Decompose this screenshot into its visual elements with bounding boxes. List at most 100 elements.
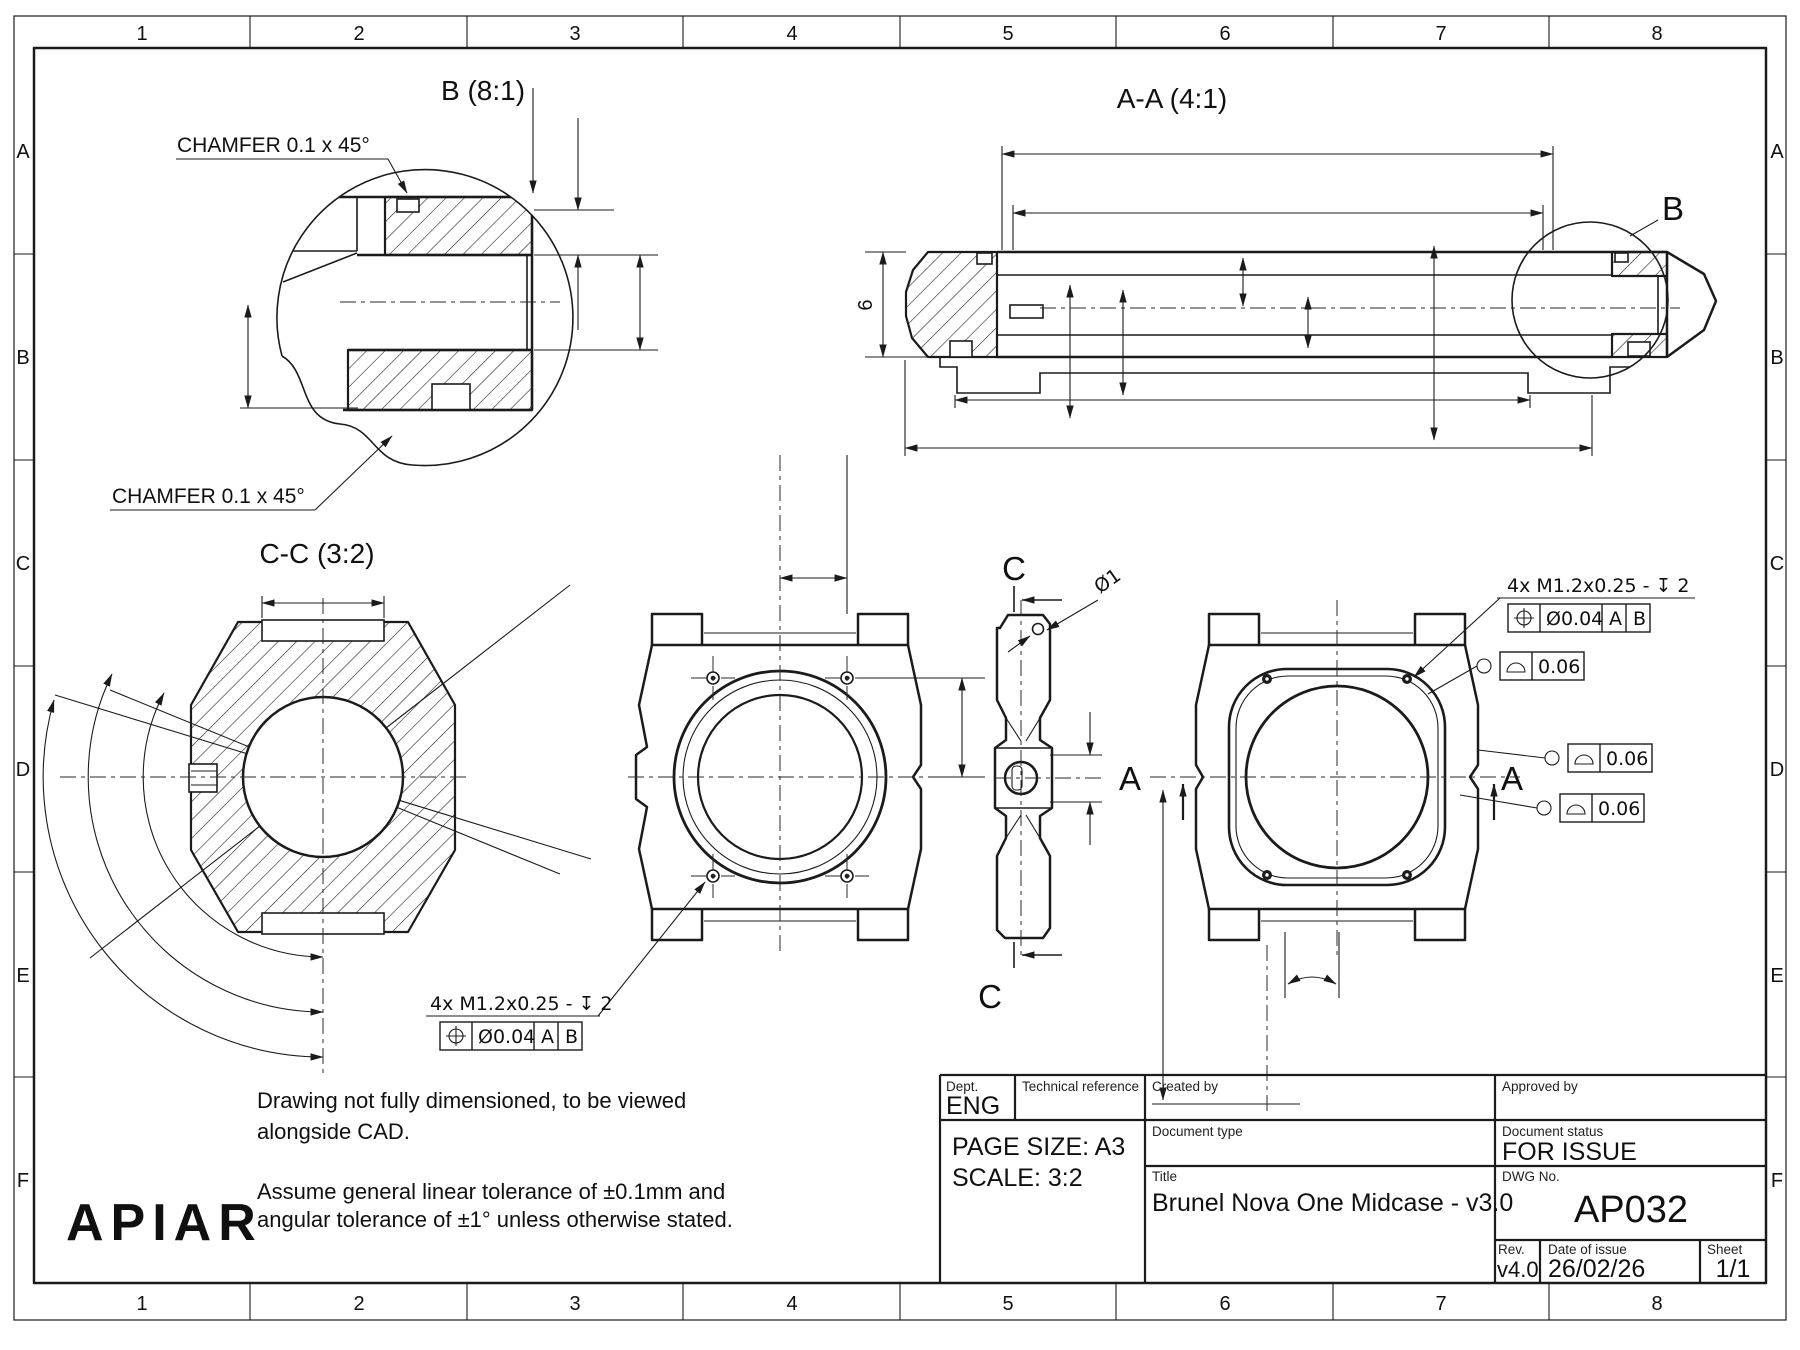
view-detail-b: B (8:1) CHAMFER 0.1 x 45° CHAMFER 0.1 x … xyxy=(110,75,658,511)
view-title-detail-b: B (8:1) xyxy=(441,75,525,106)
cell-document-status: Document status FOR ISSUE xyxy=(1502,1124,1637,1166)
grid-col-label: 6 xyxy=(1219,23,1230,45)
thread-callout-text: 4x M1.2x0.25 - ↧ 2 xyxy=(1507,575,1690,597)
grid-labels: 1 2 3 4 5 6 7 8 1 2 3 4 5 6 7 8 A B C D … xyxy=(16,23,1785,1315)
sheet-frame: 1 2 3 4 5 6 7 8 1 2 3 4 5 6 7 8 A B C D … xyxy=(13,15,1787,1321)
cell-rev: Rev. v4.0 xyxy=(1497,1242,1539,1282)
datum-a: A xyxy=(541,1026,554,1048)
grid-row-label: C xyxy=(16,553,30,575)
profile-tolerance: 0.06 xyxy=(1538,656,1580,678)
leader-balloon-icon xyxy=(1536,800,1552,816)
profile-surface-symbol-icon xyxy=(1574,754,1594,765)
front-thread-callout: 4x M1.2x0.25 - ↧ 2 Ø0.04 A B xyxy=(426,881,706,1051)
profile-tolerance: 0.06 xyxy=(1606,748,1648,770)
dept-value: ENG xyxy=(946,1092,1000,1120)
back-thread-callout: 4x M1.2x0.25 - ↧ 2 Ø0.04 A B xyxy=(1413,575,1695,678)
note-line-1: Drawing not fully dimensioned, to be vie… xyxy=(257,1088,686,1113)
grid-row-label: D xyxy=(1770,759,1784,781)
grid-row-label: F xyxy=(17,1170,29,1192)
side-profile xyxy=(993,613,1054,940)
section-label-c-top: C xyxy=(1002,550,1026,587)
thread-callout-text: 4x M1.2x0.25 - ↧ 2 xyxy=(430,993,613,1015)
profile-surface-symbol-icon xyxy=(1506,662,1526,673)
chamfer-callout-bottom: CHAMFER 0.1 x 45° xyxy=(110,435,393,511)
rev-value: v4.0 xyxy=(1497,1257,1539,1282)
grid-col-label: 4 xyxy=(786,23,797,45)
grid-col-label: 6 xyxy=(1219,1293,1230,1315)
grid-col-label: 2 xyxy=(353,23,364,45)
position-fcf: Ø0.04 A B xyxy=(439,1021,583,1051)
datum-b: B xyxy=(565,1026,578,1048)
view-section-aa: A-A (4:1) 6 xyxy=(855,83,1718,456)
grid-col-label: 7 xyxy=(1435,1293,1446,1315)
grid-row-label: B xyxy=(16,347,29,369)
title-label: Title xyxy=(1152,1169,1177,1184)
note-line-4: angular tolerance of ±1° unless otherwis… xyxy=(257,1207,733,1232)
profile-fcf-3: 0.06 xyxy=(1459,793,1645,823)
document-type-label: Document type xyxy=(1152,1124,1243,1139)
back-dimensions xyxy=(1152,789,1340,1112)
front-dimensions xyxy=(779,455,985,778)
hole-dim-text: Ø1 xyxy=(1090,565,1125,599)
chamfer-callout-top: CHAMFER 0.1 x 45° xyxy=(176,134,408,194)
notes: Drawing not fully dimensioned, to be vie… xyxy=(257,1088,733,1232)
grid-col-label: 7 xyxy=(1435,23,1446,45)
cell-title: Title Brunel Nova One Midcase - v3.0 xyxy=(1152,1169,1513,1217)
technical-reference-label: Technical reference xyxy=(1022,1079,1139,1094)
gasket-section xyxy=(1009,304,1044,319)
title-block: Dept. ENG Technical reference Created by… xyxy=(938,1073,1766,1283)
dept-label: Dept. xyxy=(946,1079,978,1094)
view-title-section-aa: A-A (4:1) xyxy=(1117,83,1227,114)
screw-holes xyxy=(691,656,869,898)
detail-circle-outline xyxy=(276,168,574,467)
company-logo: APIAR xyxy=(66,1194,263,1252)
cell-dept: Dept. ENG xyxy=(946,1079,1000,1120)
detail-b-dimensions xyxy=(240,88,658,409)
dwg-no-label: DWG No. xyxy=(1502,1169,1560,1184)
section-label-a-left: A xyxy=(1119,760,1141,797)
date-value: 26/02/26 xyxy=(1548,1255,1645,1283)
section-a-markers: A A xyxy=(1119,760,1523,820)
sheet-value: 1/1 xyxy=(1716,1255,1751,1283)
grid-col-label: 8 xyxy=(1651,23,1662,45)
caseback-profile xyxy=(939,357,1630,394)
grid-col-label: 8 xyxy=(1651,1293,1662,1315)
grid-col-label: 4 xyxy=(786,1293,797,1315)
grid-col-label: 3 xyxy=(569,23,580,45)
profile-fcf-2: 0.06 xyxy=(1477,743,1653,773)
grid-row-label: B xyxy=(1770,347,1783,369)
profile-surface-symbol-icon xyxy=(1566,804,1586,815)
grid-row-label: E xyxy=(1770,965,1783,987)
created-by-label: Created by xyxy=(1152,1079,1218,1094)
grid-col-label: 1 xyxy=(136,1293,147,1315)
cell-dwg-no: DWG No. AP032 xyxy=(1502,1169,1688,1231)
view-side-section: C C Ø1 xyxy=(978,550,1125,1015)
leader-balloon-icon xyxy=(1476,658,1492,674)
title-block-grid xyxy=(938,1073,1766,1283)
grid-col-label: 2 xyxy=(353,1293,364,1315)
detail-b-marker-label: B xyxy=(1662,190,1684,227)
crown-tip-profile xyxy=(1666,250,1718,359)
section-label-a-right: A xyxy=(1501,760,1523,797)
datum-b: B xyxy=(1633,608,1646,630)
grid-col-label: 1 xyxy=(136,23,147,45)
chamfer-note: CHAMFER 0.1 x 45° xyxy=(112,485,305,508)
grid-col-label: 5 xyxy=(1002,23,1013,45)
sheet-label: Sheet xyxy=(1707,1242,1743,1257)
grid-row-label: F xyxy=(1771,1170,1783,1192)
crown-slot xyxy=(188,763,218,793)
cell-sheet: Sheet 1/1 xyxy=(1707,1242,1750,1283)
dwg-no: AP032 xyxy=(1574,1189,1688,1231)
aa-dimensions: 6 xyxy=(855,146,1593,456)
grid-row-label: E xyxy=(16,965,29,987)
cell-page-size: PAGE SIZE: A3 SCALE: 3:2 xyxy=(952,1133,1125,1192)
back-screws xyxy=(1262,674,1412,880)
detail-b-marker-circle xyxy=(1511,221,1669,379)
view-title-section-cc: C-C (3:2) xyxy=(259,538,374,569)
datum-a: A xyxy=(1609,608,1622,630)
date-label: Date of issue xyxy=(1548,1242,1627,1257)
section-label-c-bottom: C xyxy=(978,978,1002,1015)
grid-row-label: D xyxy=(16,759,30,781)
